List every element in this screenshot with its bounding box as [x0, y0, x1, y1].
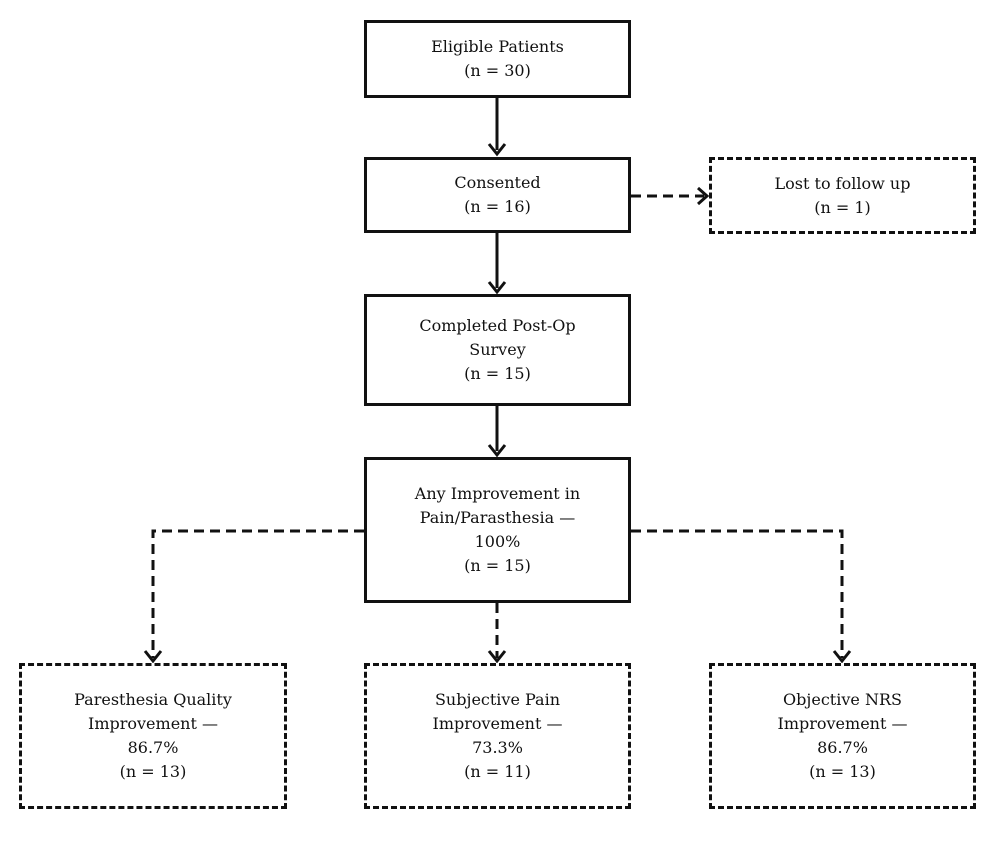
arrowhead-subjective	[487, 650, 507, 664]
node-completed-count: (n = 15)	[464, 364, 531, 383]
node-improvement-count: (n = 15)	[464, 556, 531, 575]
node-objective-line-1: Objective NRS	[783, 690, 902, 709]
node-consented-count: (n = 16)	[464, 197, 531, 216]
arrowhead-lost	[697, 186, 710, 206]
node-subjective-count: (n = 11)	[464, 762, 531, 781]
node-eligible-title: Eligible Patients	[431, 37, 564, 56]
arrowhead-consented	[487, 143, 507, 157]
node-improvement-line-1: Any Improvement in	[414, 484, 581, 503]
node-eligible-patients: Eligible Patients (n = 30)	[364, 20, 631, 98]
node-paresthesia-quality: Paresthesia Quality Improvement — 86.7% …	[19, 663, 287, 809]
arrow-improvement-to-objective	[631, 529, 844, 658]
node-completed-survey: Completed Post-Op Survey (n = 15)	[364, 294, 631, 406]
node-paresthesia-percent: 86.7%	[127, 738, 179, 757]
node-subjective-percent: 73.3%	[472, 738, 523, 757]
node-lost-to-follow-up: Lost to follow up (n = 1)	[709, 157, 976, 234]
node-objective-percent: 86.7%	[817, 738, 868, 757]
node-eligible-count: (n = 30)	[464, 61, 531, 80]
node-paresthesia-line-2: Improvement —	[88, 714, 218, 733]
node-objective-count: (n = 13)	[809, 762, 876, 781]
node-consented-title: Consented	[454, 173, 541, 192]
node-lost-count: (n = 1)	[814, 197, 871, 217]
arrowhead-paresthesia	[143, 650, 163, 664]
node-improvement-percent: 100%	[474, 532, 521, 551]
node-improvement-line-2: Pain/Parasthesia —	[419, 508, 576, 527]
node-subjective-line-1: Subjective Pain	[434, 690, 561, 709]
node-completed-line-2: Survey	[469, 340, 526, 359]
arrowhead-objective	[832, 650, 852, 664]
node-subjective-pain: Subjective Pain Improvement — 73.3% (n =…	[364, 663, 631, 809]
node-objective-nrs: Objective NRS Improvement — 86.7% (n = 1…	[709, 663, 976, 809]
arrowhead-improvement	[487, 444, 507, 458]
node-any-improvement: Any Improvement in Pain/Parasthesia — 10…	[364, 457, 631, 603]
arrowhead-completed	[487, 281, 507, 295]
node-completed-line-1: Completed Post-Op	[419, 316, 576, 335]
arrow-improvement-to-paresthesia	[151, 529, 364, 658]
node-consented: Consented (n = 16)	[364, 157, 631, 233]
node-lost-title: Lost to follow up	[774, 173, 911, 193]
node-paresthesia-count: (n = 13)	[119, 762, 187, 781]
node-objective-line-2: Improvement —	[777, 714, 908, 733]
node-paresthesia-line-1: Paresthesia Quality	[74, 690, 232, 709]
node-subjective-line-2: Improvement —	[432, 714, 563, 733]
